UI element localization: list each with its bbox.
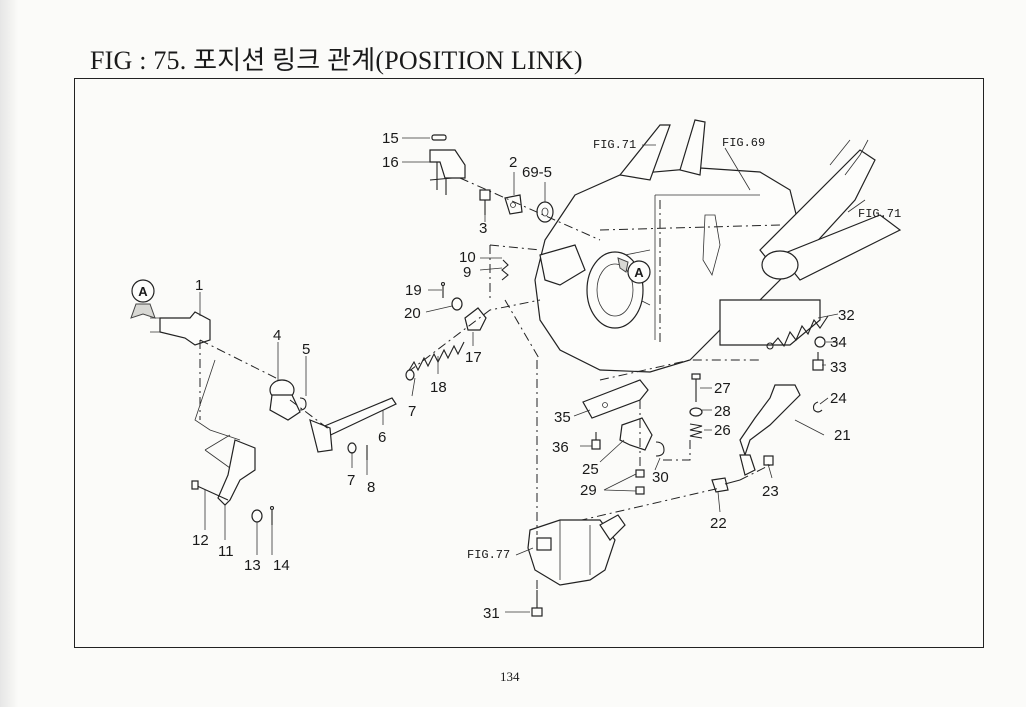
callout-8: 8 — [367, 479, 375, 496]
callout-25: 25 — [582, 461, 599, 478]
part-36-bolt — [591, 432, 601, 450]
page-number: 134 — [500, 669, 520, 684]
rear-axle-housing — [759, 139, 902, 281]
figure-ref-fig71-top: FIG.71 — [593, 138, 636, 152]
callout-13: 13 — [244, 557, 261, 574]
marker-a-right-label: A — [634, 265, 644, 280]
callout-3: 3 — [479, 220, 487, 237]
callout-14: 14 — [273, 557, 290, 574]
part-3-bolt — [479, 189, 491, 215]
callout-22: 22 — [710, 515, 727, 532]
callout-9: 9 — [463, 264, 471, 281]
part-20-washer — [451, 297, 463, 311]
part-18-spring — [407, 341, 465, 373]
part-14-pin — [269, 505, 275, 525]
page-binding-edge — [0, 0, 18, 707]
centerline-lower — [559, 464, 771, 526]
part-19-pin — [440, 281, 446, 298]
callout-18: 18 — [430, 379, 447, 396]
callout-6: 6 — [378, 429, 386, 446]
part-24-clip — [812, 401, 823, 413]
part-16-arm — [429, 149, 466, 195]
callout-17: 17 — [465, 349, 482, 366]
part-4-lever — [269, 379, 301, 421]
callout-7-upper: 7 — [408, 403, 416, 420]
part-23-nut — [763, 455, 774, 466]
callout-24: 24 — [830, 390, 847, 407]
callout-69-5: 69-5 — [522, 164, 552, 181]
centerline-fork — [599, 359, 760, 470]
part-15-pin — [431, 134, 447, 141]
callout-34: 34 — [830, 334, 847, 351]
callout-36: 36 — [552, 439, 569, 456]
callout-7-lower: 7 — [347, 472, 355, 489]
callout-11: 11 — [218, 543, 234, 560]
part-28-washer — [689, 407, 703, 417]
callout-26: 26 — [714, 422, 731, 439]
part-22-pin — [711, 477, 741, 493]
part-25-fork — [619, 417, 653, 451]
callout-21: 21 — [834, 427, 851, 444]
callout-10: 10 — [459, 249, 476, 266]
part-17-clevis — [464, 307, 487, 331]
callout-4: 4 — [273, 327, 281, 344]
callout-5: 5 — [302, 341, 310, 358]
part-12-bolt — [191, 480, 229, 501]
callout-16: 16 — [382, 154, 399, 171]
centerline-left — [199, 339, 331, 431]
part-35-bracket — [582, 379, 649, 419]
part-13-washer — [251, 509, 263, 523]
bracket-lines-left — [194, 359, 241, 469]
diagram-frame — [74, 78, 984, 648]
callout-35: 35 — [554, 409, 571, 426]
callout-33: 33 — [830, 359, 847, 376]
leader-lines — [199, 137, 866, 613]
figure-title: FIG : 75. 포지션 링크 관계(POSITION LINK) — [90, 46, 583, 75]
figure-ref-fig71-right: FIG.71 — [858, 207, 901, 221]
part-69-5-bushing — [536, 201, 554, 223]
part-32-spring — [766, 315, 829, 350]
callout-28: 28 — [714, 403, 731, 420]
part-7-washer — [347, 369, 415, 454]
hydraulic-valve-housing — [527, 514, 626, 586]
reference-marker-a-left — [130, 279, 156, 319]
part-2-plate — [504, 194, 523, 215]
callout-12: 12 — [192, 532, 209, 549]
callout-30: 30 — [652, 469, 669, 486]
part-21-lever — [739, 384, 801, 476]
upper-shaft — [618, 119, 706, 181]
part-1-rod-end — [150, 311, 211, 346]
figure-ref-fig69: FIG.69 — [722, 136, 765, 150]
part-5-clip — [299, 397, 307, 411]
callout-23: 23 — [762, 483, 779, 500]
callout-19: 19 — [405, 282, 422, 299]
callout-20: 20 — [404, 305, 421, 322]
centerline-top — [459, 177, 601, 241]
part-34-nut — [814, 336, 826, 348]
callout-1: 1 — [195, 277, 203, 294]
part-11-lever — [217, 439, 256, 506]
callout-15: 15 — [382, 130, 399, 147]
part-6-rod — [309, 397, 397, 453]
reference-marker-a-right — [617, 257, 651, 284]
part-29-nut — [635, 469, 645, 495]
marker-a-left-label: A — [138, 284, 148, 299]
transmission-housing — [534, 167, 821, 373]
part-26-spring — [689, 423, 703, 439]
centerline-rod — [407, 299, 541, 373]
figure-ref-fig77: FIG.77 — [467, 548, 510, 562]
callout-29: 29 — [580, 482, 597, 499]
callout-27: 27 — [714, 380, 731, 397]
callout-31: 31 — [483, 605, 500, 622]
part-33-bolt — [812, 352, 824, 371]
part-9-spring — [501, 259, 509, 281]
centerline-bracket — [489, 244, 541, 361]
callout-32: 32 — [838, 307, 855, 324]
part-30-clip — [655, 441, 665, 457]
part-27-bolt — [691, 373, 701, 402]
callout-2: 2 — [509, 154, 517, 171]
